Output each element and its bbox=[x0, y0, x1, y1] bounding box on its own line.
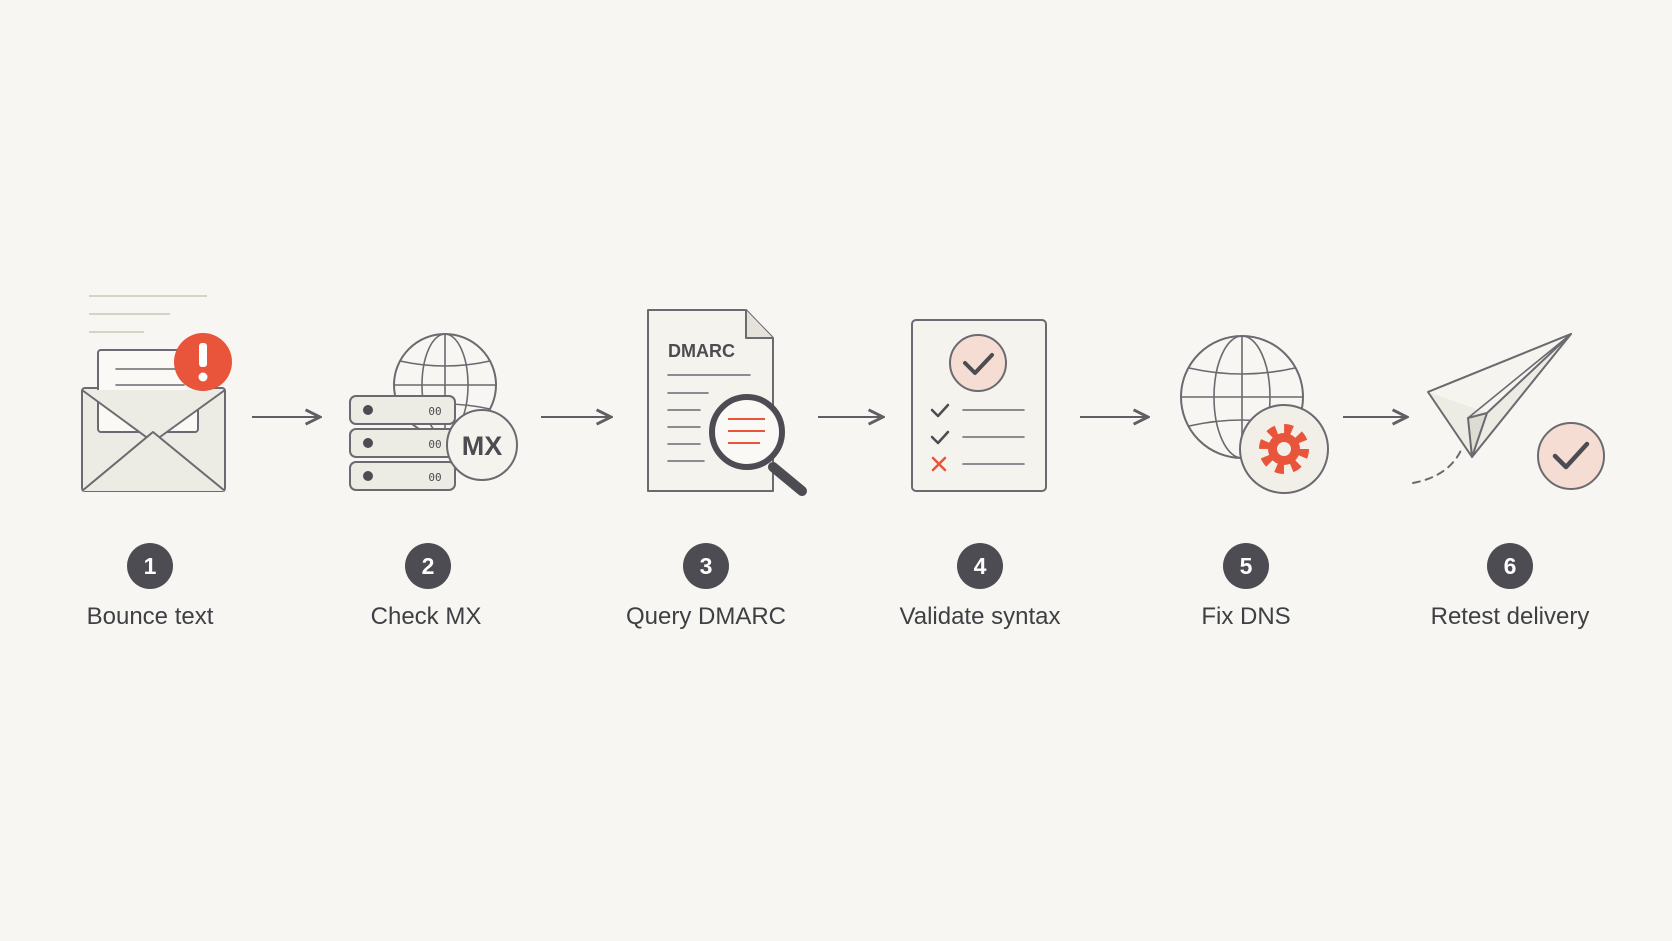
step-badge-5: 5 bbox=[1223, 543, 1269, 589]
step-label-retest-delivery: Retest delivery bbox=[1430, 603, 1590, 630]
dmarc-text: DMARC bbox=[668, 341, 735, 361]
svg-text:00: 00 bbox=[428, 438, 441, 451]
step-badge-4: 4 bbox=[957, 543, 1003, 589]
step-number: 5 bbox=[1240, 553, 1253, 579]
document-search-icon: DMARC bbox=[647, 309, 807, 496]
step-badge-2: 2 bbox=[405, 543, 451, 589]
step-label-fix-dns: Fix DNS bbox=[1201, 603, 1291, 630]
server-stack-icon: 00 00 00 bbox=[349, 395, 456, 491]
envelope-alert-icon bbox=[81, 295, 232, 492]
magnifier-icon bbox=[709, 394, 807, 496]
step-number: 2 bbox=[422, 553, 435, 579]
step-badge-6: 6 bbox=[1487, 543, 1533, 589]
gear-icon bbox=[1259, 424, 1309, 474]
step-number: 6 bbox=[1504, 553, 1517, 579]
checklist-icon bbox=[911, 319, 1047, 492]
svg-text:00: 00 bbox=[428, 405, 441, 418]
step-badge-1: 1 bbox=[127, 543, 173, 589]
step-badge-3: 3 bbox=[683, 543, 729, 589]
step-label-validate-syntax: Validate syntax bbox=[899, 603, 1061, 630]
step-label-query-dmarc: Query DMARC bbox=[625, 603, 787, 630]
step-number: 1 bbox=[144, 553, 157, 579]
step-number: 3 bbox=[700, 553, 713, 579]
step-label-check-mx: Check MX bbox=[370, 603, 482, 630]
server-globe-mx-icon: 00 00 00 MX bbox=[349, 333, 518, 491]
alert-badge-icon bbox=[174, 333, 232, 391]
mx-text: MX bbox=[462, 431, 503, 461]
step-label-bounce-text: Bounce text bbox=[86, 603, 214, 630]
globe-gear-icon bbox=[1180, 335, 1329, 494]
step-number: 4 bbox=[974, 553, 987, 579]
svg-text:00: 00 bbox=[428, 471, 441, 484]
paper-plane-check-icon bbox=[1412, 333, 1605, 490]
